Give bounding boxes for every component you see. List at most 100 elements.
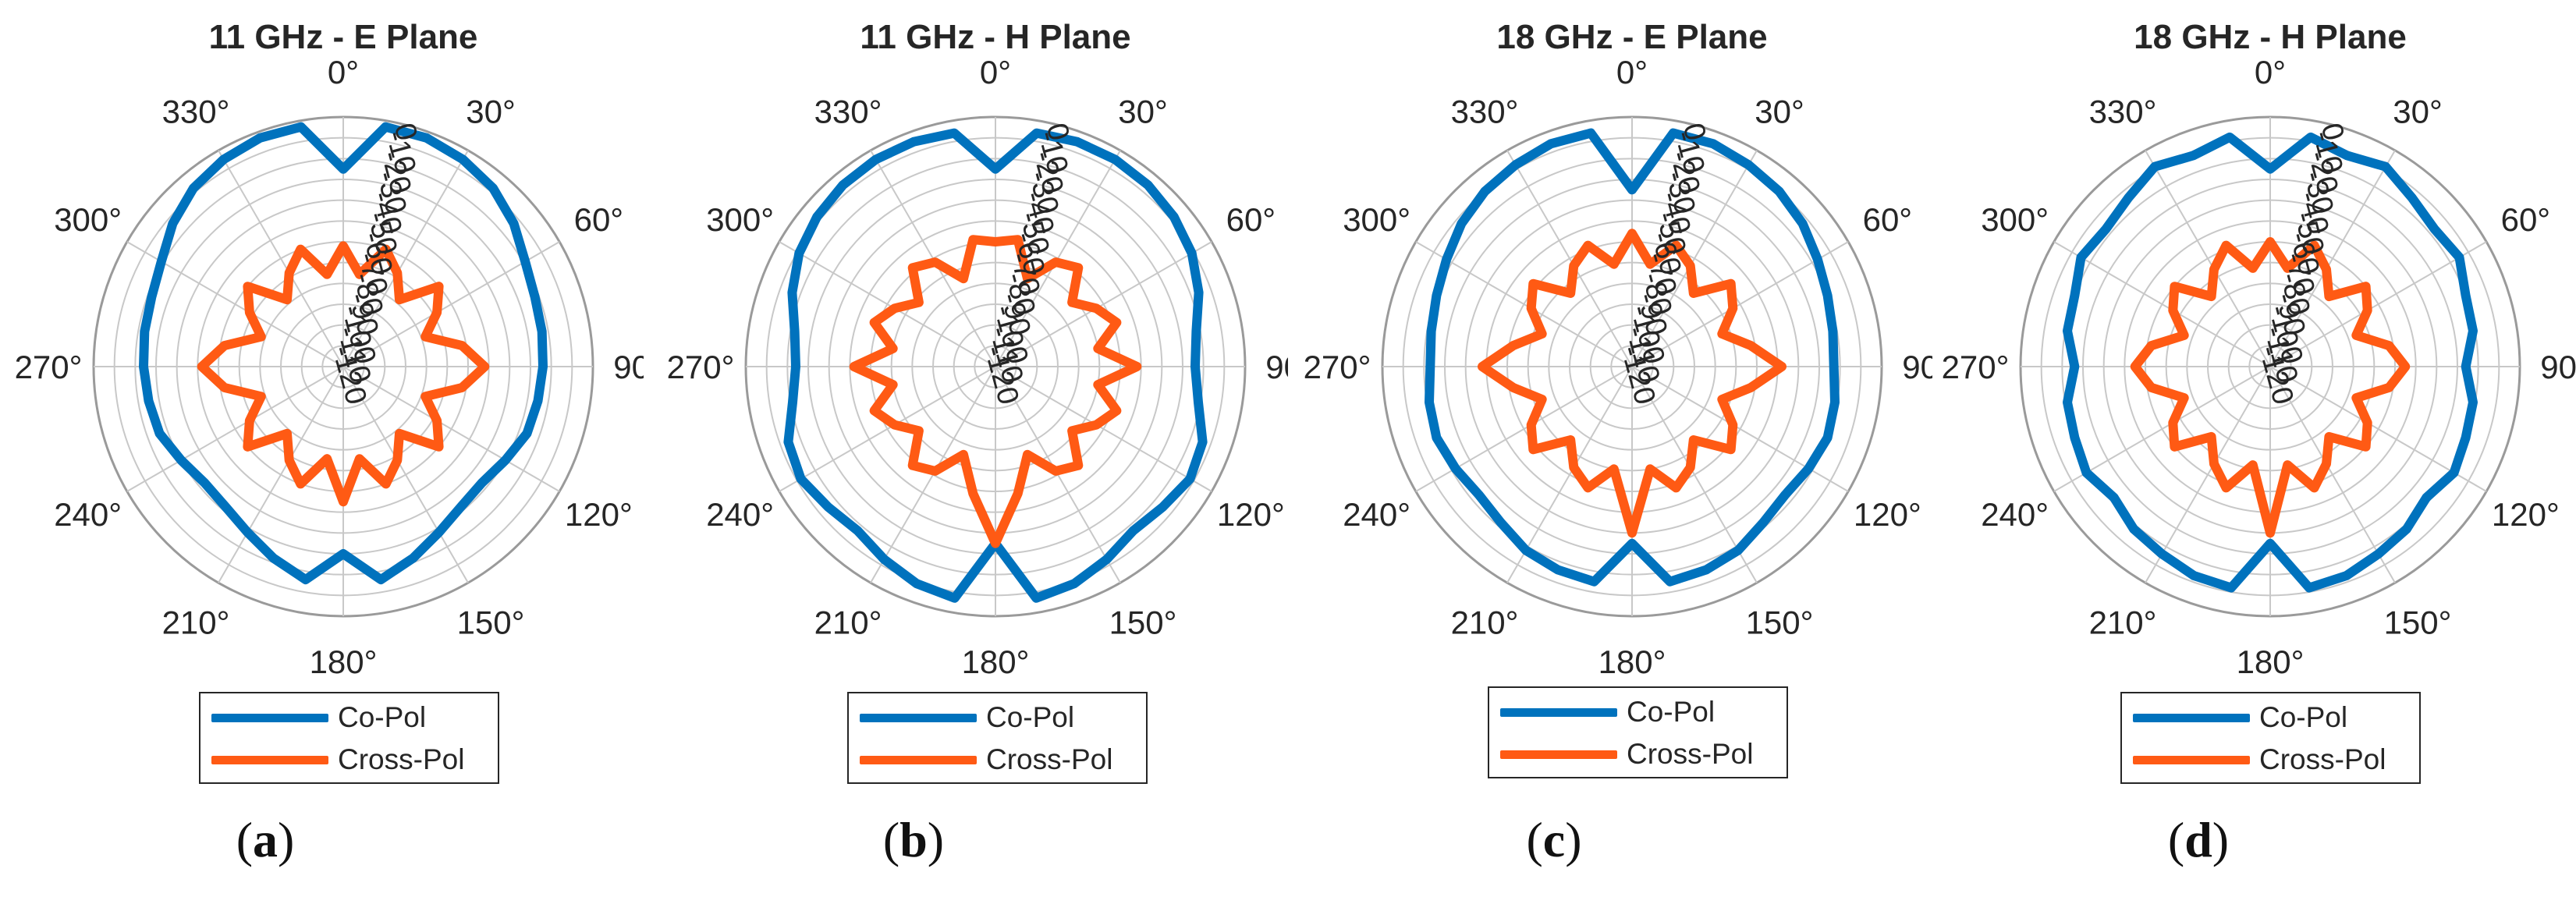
legend-item-co-pol: Co-Pol	[1500, 693, 1715, 732]
panel-caption: (d)	[2167, 812, 2230, 867]
legend-label: Co-Pol	[2259, 701, 2348, 733]
angle-tick-label: 150°	[457, 604, 525, 640]
angle-tick-label: 330°	[2089, 94, 2157, 130]
polar-plot: 11 GHz - E Plane0-10-20-30-40-50-60-70-8…	[15, 18, 644, 680]
angle-tick-label: 0°	[2255, 54, 2286, 90]
legend-item-cross-pol: Cross-Pol	[211, 740, 464, 779]
angle-tick-label: 150°	[1109, 604, 1177, 640]
chart-title: 11 GHz - H Plane	[860, 18, 1130, 56]
angle-tick-label: 180°	[310, 644, 378, 680]
polar-plot: 11 GHz - H Plane0-10-20-30-40-50-60-70-8…	[667, 18, 1288, 680]
grid-spoke	[342, 366, 560, 492]
grid-spoke	[2145, 150, 2271, 367]
legend-swatch	[860, 713, 977, 722]
angle-tick-label: 210°	[814, 604, 882, 640]
angle-tick-label: 270°	[667, 349, 735, 385]
angle-tick-label: 0°	[1616, 54, 1648, 90]
chart-title: 11 GHz - E Plane	[209, 18, 478, 56]
cross-pol-series-line	[2130, 237, 2411, 538]
grid-spoke	[126, 366, 344, 492]
legend-label: Co-Pol	[986, 701, 1075, 733]
chart-title: 18 GHz - H Plane	[2134, 18, 2407, 56]
grid-spoke	[779, 366, 996, 492]
legend-item-cross-pol: Cross-Pol	[860, 740, 1112, 779]
angle-tick-label: 270°	[15, 349, 83, 385]
legend-item-co-pol: Co-Pol	[2133, 698, 2347, 737]
legend-item-cross-pol: Cross-Pol	[1500, 735, 1753, 774]
angle-tick-label: 30°	[466, 94, 516, 130]
grid-spoke	[1631, 366, 1849, 492]
legend-label: Co-Pol	[1627, 696, 1716, 728]
angle-tick-label: 90°	[613, 349, 644, 385]
grid-spoke	[2145, 366, 2271, 583]
angle-tick-label: 120°	[1217, 496, 1285, 533]
angle-tick-label: 330°	[162, 94, 230, 130]
grid-spoke	[342, 366, 469, 583]
co-pol-series-line	[1425, 128, 1840, 587]
cross-pol-series-line	[1478, 229, 1787, 538]
cross-pol-series-line	[849, 235, 1142, 548]
grid-spoke	[2053, 241, 2271, 367]
angle-tick-label: 90°	[1902, 349, 1932, 385]
grid-spoke	[218, 366, 344, 583]
grid-spoke	[342, 150, 469, 367]
angle-tick-label: 270°	[1942, 349, 2010, 385]
grid-spoke	[1631, 241, 1849, 367]
polar-plot: 18 GHz - E Plane0-10-20-30-40-50-60-70-8…	[1304, 18, 1932, 680]
panel-caption: (a)	[236, 812, 295, 867]
angle-tick-label: 210°	[1451, 604, 1519, 640]
angle-tick-label: 180°	[2237, 644, 2305, 680]
angle-tick-label: 330°	[814, 94, 882, 130]
angle-tick-label: 0°	[980, 54, 1011, 90]
angle-tick-label: 120°	[2492, 496, 2560, 533]
legend-swatch	[2133, 713, 2250, 722]
angle-tick-label: 60°	[1863, 201, 1913, 238]
legend-item-cross-pol: Cross-Pol	[2133, 740, 2386, 779]
panel-caption: (c)	[1526, 812, 1582, 867]
angle-tick-label: 30°	[1118, 94, 1168, 130]
angle-tick-label: 150°	[1746, 604, 1814, 640]
angle-tick-label: 120°	[565, 496, 633, 533]
angle-tick-label: 210°	[2089, 604, 2157, 640]
grid-spoke	[995, 241, 1212, 367]
legend-swatch	[1500, 707, 1617, 717]
legend-swatch	[860, 755, 977, 764]
angle-tick-label: 90°	[2540, 349, 2576, 385]
grid-spoke	[779, 241, 996, 367]
angle-tick-label: 300°	[706, 201, 774, 238]
legend-swatch	[1500, 750, 1617, 759]
chart-title: 18 GHz - E Plane	[1496, 18, 1767, 56]
co-pol-series-line	[139, 122, 548, 585]
angle-tick-label: 30°	[2393, 94, 2443, 130]
angle-tick-label: 60°	[1226, 201, 1276, 238]
angle-tick-label: 330°	[1451, 94, 1519, 130]
angle-tick-label: 150°	[2384, 604, 2452, 640]
grid-spoke	[1631, 150, 1758, 367]
grid-spoke	[995, 366, 1212, 492]
angle-tick-label: 240°	[1981, 496, 2049, 533]
legend-label: Cross-Pol	[1627, 738, 1754, 770]
angle-tick-label: 90°	[1265, 349, 1288, 385]
angle-tick-label: 210°	[162, 604, 230, 640]
grid-spoke	[2269, 241, 2487, 367]
angle-tick-label: 300°	[1343, 201, 1410, 238]
legend-label: Cross-Pol	[986, 743, 1113, 775]
grid-spoke	[2269, 366, 2396, 583]
legend-swatch	[211, 755, 328, 764]
angle-tick-label: 120°	[1854, 496, 1921, 533]
angle-tick-label: 240°	[706, 496, 774, 533]
angle-tick-label: 60°	[574, 201, 624, 238]
legend-item-co-pol: Co-Pol	[860, 698, 1074, 737]
panel-caption: (b)	[882, 812, 945, 867]
co-pol-series-line	[2063, 132, 2478, 593]
angle-tick-label: 0°	[328, 54, 359, 90]
legend-label: Cross-Pol	[2259, 743, 2386, 775]
angle-tick-label: 300°	[54, 201, 122, 238]
